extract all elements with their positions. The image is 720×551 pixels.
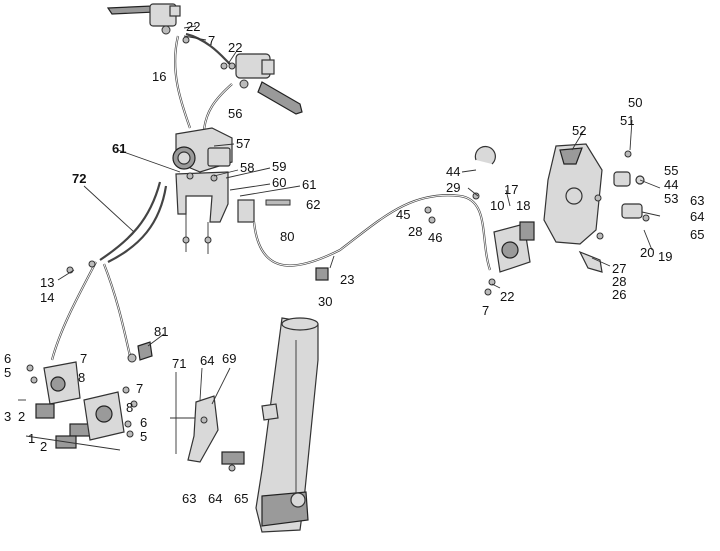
callout-65: 65 xyxy=(690,227,704,242)
rear-caliper-assembly xyxy=(472,145,535,296)
callout-58: 58 xyxy=(240,160,254,175)
callout-19: 19 xyxy=(658,249,672,264)
front-brake-hoses xyxy=(50,181,168,363)
callout-17: 17 xyxy=(504,182,518,197)
callout-8: 8 xyxy=(78,370,85,385)
callout-64: 64 xyxy=(208,491,222,506)
callout-60: 60 xyxy=(272,175,286,190)
callout-72: 72 xyxy=(72,171,86,186)
callout-5: 5 xyxy=(4,365,11,380)
callout-61: 61 xyxy=(302,177,316,192)
callout-62: 62 xyxy=(306,197,320,212)
callout-20: 20 xyxy=(640,245,654,260)
callout-22: 22 xyxy=(228,40,242,55)
callout-16: 16 xyxy=(152,69,166,84)
callout-46: 46 xyxy=(428,230,442,245)
callout-64: 64 xyxy=(690,209,704,224)
front-fork-leg xyxy=(255,317,319,533)
callout-44: 44 xyxy=(664,177,678,192)
callout-7: 7 xyxy=(136,381,143,396)
callout-50: 50 xyxy=(628,95,642,110)
callout-65: 65 xyxy=(234,491,248,506)
callout-45: 45 xyxy=(396,207,410,222)
callout-80: 80 xyxy=(280,229,294,244)
rear-master-cylinder-bracket xyxy=(543,143,653,273)
callout-29: 29 xyxy=(446,180,460,195)
callout-56: 56 xyxy=(228,106,242,121)
upper-brake-hoses xyxy=(174,32,236,131)
callout-69: 69 xyxy=(222,351,236,366)
right-handlebar-master-cylinder xyxy=(235,53,303,115)
callout-2: 2 xyxy=(40,439,47,454)
callout-71: 71 xyxy=(172,356,186,371)
callout-44: 44 xyxy=(446,164,460,179)
callout-27: 27 xyxy=(612,261,626,276)
callout-2: 2 xyxy=(18,409,25,424)
callout-7: 7 xyxy=(482,303,489,318)
callout-labels: 22 7 22 16 56 61 57 58 59 60 61 62 80 72… xyxy=(4,19,704,506)
callout-7: 7 xyxy=(208,33,215,48)
callout-8: 8 xyxy=(126,400,133,415)
callout-55: 55 xyxy=(664,163,678,178)
left-handlebar-master-cylinder xyxy=(106,3,181,35)
callout-63: 63 xyxy=(182,491,196,506)
callout-7: 7 xyxy=(80,351,87,366)
callout-52: 52 xyxy=(572,123,586,138)
callout-13: 13 xyxy=(40,275,54,290)
callout-61: 61 xyxy=(112,141,126,156)
callout-6: 6 xyxy=(4,351,11,366)
callout-26: 26 xyxy=(612,287,626,302)
front-left-caliper-assembly xyxy=(25,361,121,451)
callout-64: 64 xyxy=(200,353,214,368)
callout-63: 63 xyxy=(690,193,704,208)
callout-57: 57 xyxy=(236,136,250,151)
abs-modulator-unit xyxy=(172,127,291,254)
callout-23: 23 xyxy=(340,272,354,287)
callout-1: 1 xyxy=(28,431,35,446)
rear-brake-hose xyxy=(252,194,492,281)
callout-18: 18 xyxy=(516,198,530,213)
callout-3: 3 xyxy=(4,409,11,424)
callout-14: 14 xyxy=(40,290,54,305)
callout-30: 30 xyxy=(318,294,332,309)
callout-53: 53 xyxy=(664,191,678,206)
callout-6: 6 xyxy=(140,415,147,430)
leader-lines xyxy=(18,25,661,405)
callout-22: 22 xyxy=(186,19,200,34)
callout-81: 81 xyxy=(154,324,168,339)
callout-28: 28 xyxy=(612,274,626,289)
callout-51: 51 xyxy=(620,113,634,128)
callout-22: 22 xyxy=(500,289,514,304)
callout-28: 28 xyxy=(408,224,422,239)
front-abs-sensor-bracket xyxy=(170,372,245,472)
front-right-caliper-assembly xyxy=(83,386,138,441)
hose-clip-81 xyxy=(137,341,153,361)
callout-10: 10 xyxy=(490,198,504,213)
callout-5: 5 xyxy=(140,429,147,444)
callout-59: 59 xyxy=(272,159,286,174)
